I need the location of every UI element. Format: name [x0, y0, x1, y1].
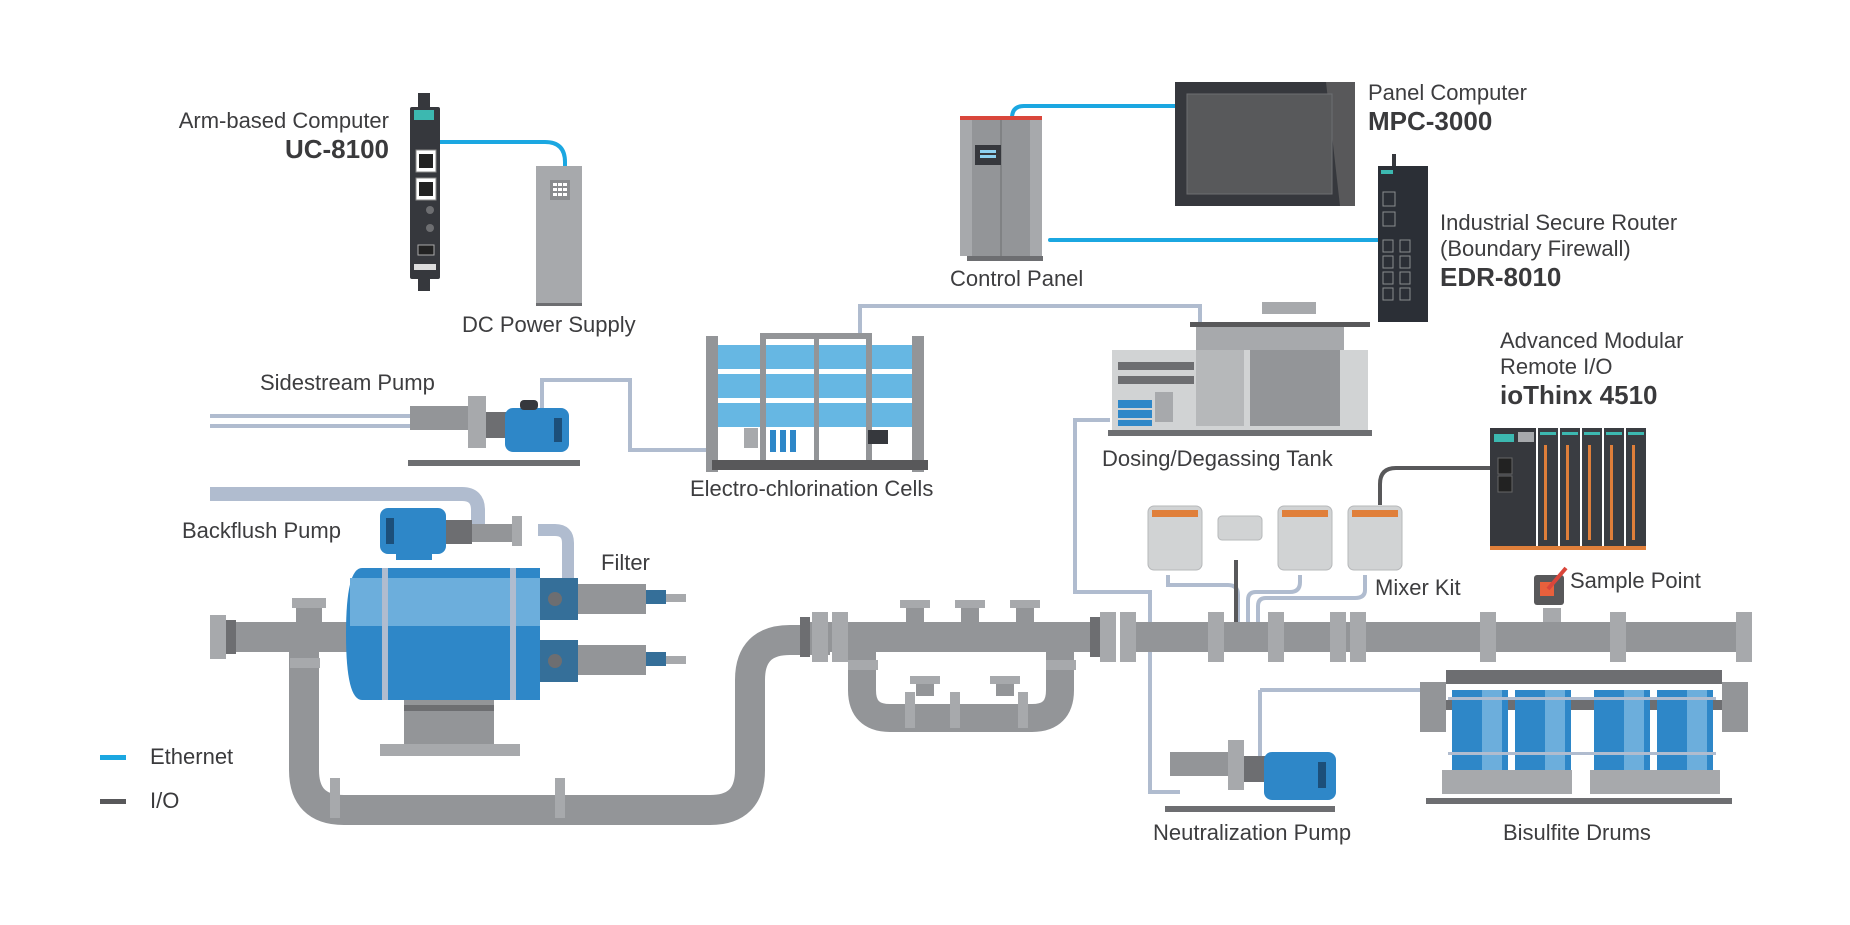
- dc-power-label: DC Power Supply: [462, 312, 636, 337]
- bisulfite-drums[interactable]: [1420, 670, 1748, 804]
- backflush-return-pipe: [210, 487, 485, 530]
- backflush-pump[interactable]: [380, 508, 522, 560]
- sample-point-valve[interactable]: [1534, 566, 1568, 622]
- process-tubing: [210, 304, 1420, 794]
- edr8010-category-line1: Industrial Secure Router: [1440, 210, 1678, 235]
- iothinx-model: ioThinx 4510: [1500, 380, 1658, 410]
- neutralization-pump-label: Neutralization Pump: [1153, 820, 1352, 845]
- main-pipeline: [210, 598, 1752, 825]
- legend-label: Ethernet: [150, 744, 234, 769]
- electro-chlorination-label: Electro-chlorination Cells: [690, 476, 934, 501]
- uc8100-category: Arm-based Computer: [178, 108, 389, 133]
- ethernet-link-uc8100-power: [438, 140, 567, 172]
- uc8100-label: Arm-based Computer UC-8100: [179, 108, 389, 164]
- mpc3000-category: Panel Computer: [1368, 80, 1527, 105]
- drum: [1452, 690, 1508, 770]
- ethernet-links: [438, 104, 1382, 242]
- iothinx-category-line1: Advanced Modular: [1500, 328, 1684, 353]
- electro-chlorination-cells[interactable]: [706, 333, 928, 472]
- iothinx-label: Advanced Modular Remote I/O ioThinx 4510: [1500, 328, 1683, 410]
- drum: [1657, 690, 1713, 770]
- edr8010-label: Industrial Secure Router (Boundary Firew…: [1440, 210, 1677, 292]
- uc8100-model: UC-8100: [284, 134, 389, 164]
- mpc3000-panel-computer[interactable]: [1175, 82, 1355, 206]
- sidestream-pump-label: Sidestream Pump: [260, 370, 435, 395]
- edr8010-category-line2: (Boundary Firewall): [1440, 236, 1631, 261]
- filter-label: Filter: [601, 550, 650, 575]
- drum: [1515, 690, 1571, 770]
- mixer-kit-label: Mixer Kit: [1375, 575, 1461, 600]
- mpc3000-label: Panel Computer MPC-3000: [1368, 80, 1527, 136]
- mpc3000-model: MPC-3000: [1368, 106, 1493, 136]
- iothinx-4510-io[interactable]: [1490, 428, 1646, 550]
- io-line-icon: [100, 798, 126, 804]
- sidestream-pump[interactable]: [408, 396, 580, 466]
- control-panel-cabinet[interactable]: [960, 116, 1043, 261]
- legend: Ethernet I/O: [100, 735, 233, 823]
- mixer-kit[interactable]: [1147, 505, 1403, 571]
- sample-point-label: Sample Point: [1570, 568, 1701, 593]
- legend-item-io: I/O: [100, 779, 233, 823]
- drum: [1594, 690, 1650, 770]
- io-links: [1234, 466, 1490, 630]
- legend-label: I/O: [150, 788, 180, 813]
- neutralization-pump[interactable]: [1165, 740, 1336, 812]
- bisulfite-drums-label: Bisulfite Drums: [1503, 820, 1651, 845]
- filter-top-pipe: [538, 524, 574, 590]
- ethernet-line-icon: [100, 754, 126, 760]
- filter-tank[interactable]: [346, 568, 686, 756]
- dc-power-supply[interactable]: [536, 166, 582, 306]
- iothinx-category-line2: Remote I/O: [1500, 354, 1613, 379]
- ethernet-link-panel-mpc: [1010, 104, 1177, 120]
- legend-item-ethernet: Ethernet: [100, 735, 233, 779]
- edr8010-router[interactable]: [1378, 154, 1428, 322]
- uc8100-device[interactable]: [410, 93, 440, 291]
- dosing-degassing-tank[interactable]: [1108, 302, 1372, 436]
- dosing-tank-label: Dosing/Degassing Tank: [1102, 446, 1333, 471]
- edr8010-model: EDR-8010: [1440, 262, 1562, 292]
- backflush-pump-label: Backflush Pump: [182, 518, 341, 543]
- control-panel-label: Control Panel: [950, 266, 1084, 291]
